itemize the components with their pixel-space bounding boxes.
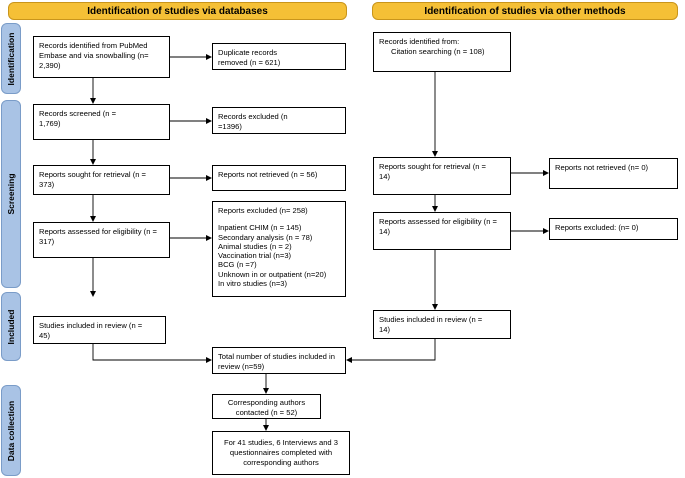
authors-contacted-box: Corresponding authors contacted (n = 52) xyxy=(212,394,321,419)
reports-sought-db-text: Reports sought for retrieval (n = 373) xyxy=(39,170,146,189)
exclusion-reason: Secondary analysis (n = 78) xyxy=(218,232,313,242)
records-screened-text: Records screened (n = 1,769) xyxy=(39,109,117,128)
authors-contacted-text: Corresponding authors contacted (n = 52) xyxy=(227,398,306,417)
records-identified-db-text: Records identified from PubMed Embase an… xyxy=(39,41,149,70)
completed-text: For 41 studies, 6 Interviews and 3 quest… xyxy=(224,438,338,467)
studies-included-db-text: Studies included in review (n = 45) xyxy=(39,321,143,340)
reports-assessed-other-box: Reports assessed for eligibility (n = 14… xyxy=(373,212,511,250)
records-identified-other-line2: Citation searching (n = 108) xyxy=(391,46,485,56)
reports-excluded-db-title: Reports excluded (n= 258) xyxy=(218,206,308,215)
stage-screening: Screening xyxy=(1,100,21,288)
exclusion-reason: Inpatient CHIM (n = 145) xyxy=(218,223,302,233)
stage-data-collection: Data collection xyxy=(1,385,21,476)
exclusion-reason: In vitro studies (n=3) xyxy=(218,278,288,288)
header-other-methods: Identification of studies via other meth… xyxy=(372,2,678,20)
exclusion-reason: Animal studies (n = 2) xyxy=(218,241,292,251)
records-screened-box: Records screened (n = 1,769) xyxy=(33,104,170,140)
records-identified-other-line1: Records identified from: xyxy=(379,37,460,46)
stage-included: Included xyxy=(1,292,21,361)
exclusion-reason: Vaccination trial (n=3) xyxy=(218,251,292,260)
exclusion-reason: BCG (n =7) xyxy=(218,260,257,270)
reports-not-retrieved-other-text: Reports not retrieved (n= 0) xyxy=(555,163,649,172)
reports-excluded-other-text: Reports excluded: (n= 0) xyxy=(555,223,639,232)
completed-box: For 41 studies, 6 Interviews and 3 quest… xyxy=(212,431,350,475)
reports-assessed-db-text: Reports assessed for eligibility (n = 31… xyxy=(39,227,157,246)
exclusion-reason: Unknown in or outpatient (n=20) xyxy=(218,269,327,279)
duplicates-removed-text: Duplicate records removed (n = 621) xyxy=(218,48,281,67)
records-excluded-text: Records excluded (n =1396) xyxy=(218,112,288,131)
total-included-box: Total number of studies included in revi… xyxy=(212,347,346,374)
total-included-text: Total number of studies included in revi… xyxy=(218,352,335,371)
reports-assessed-other-text: Reports assessed for eligibility (n = 14… xyxy=(379,217,497,236)
stage-identification: Identification xyxy=(1,23,21,94)
studies-included-db-box: Studies included in review (n = 45) xyxy=(33,316,166,344)
studies-included-other-text: Studies included in review (n = 14) xyxy=(379,315,483,334)
studies-included-other-box: Studies included in review (n = 14) xyxy=(373,310,511,339)
reports-not-retrieved-db-text: Reports not retrieved (n = 56) xyxy=(218,170,318,179)
duplicates-removed-box: Duplicate records removed (n = 621) xyxy=(212,43,346,70)
reports-not-retrieved-other-box: Reports not retrieved (n= 0) xyxy=(549,158,678,189)
reports-excluded-db-box: Reports excluded (n= 258) Inpatient CHIM… xyxy=(212,201,346,297)
reports-not-retrieved-db-box: Reports not retrieved (n = 56) xyxy=(212,165,346,191)
records-identified-other-box: Records identified from: Citation search… xyxy=(373,32,511,72)
reports-sought-other-text: Reports sought for retrieval (n = 14) xyxy=(379,162,486,181)
reports-sought-other-box: Reports sought for retrieval (n = 14) xyxy=(373,157,511,195)
records-identified-db-box: Records identified from PubMed Embase an… xyxy=(33,36,170,78)
records-excluded-box: Records excluded (n =1396) xyxy=(212,107,346,134)
header-databases: Identification of studies via databases xyxy=(8,2,347,20)
reports-excluded-other-box: Reports excluded: (n= 0) xyxy=(549,218,678,240)
reports-assessed-db-box: Reports assessed for eligibility (n = 31… xyxy=(33,222,170,258)
reports-sought-db-box: Reports sought for retrieval (n = 373) xyxy=(33,165,170,195)
